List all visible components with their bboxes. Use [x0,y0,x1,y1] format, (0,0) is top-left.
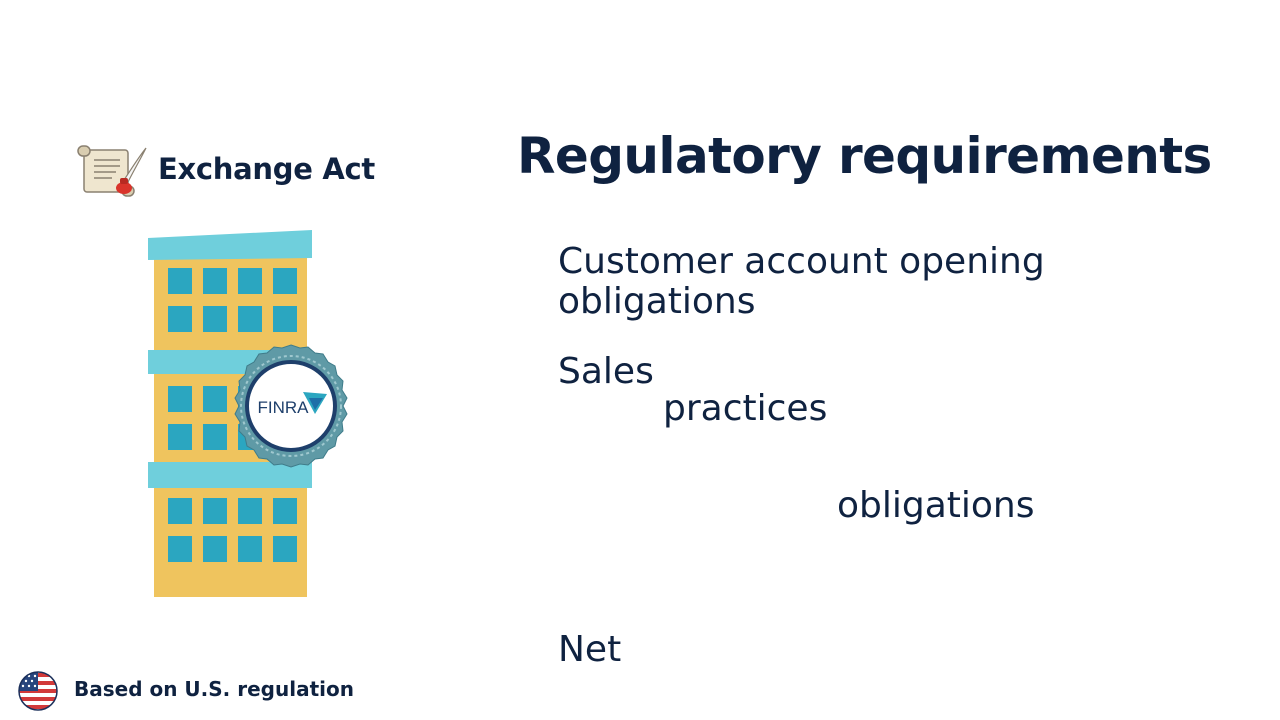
requirement-1-line-2: obligations [558,281,756,322]
building-icon [148,230,312,597]
requirement-2-line-1: Sales [558,351,654,392]
footer-regulation-label: Based on U.S. regulation [74,677,354,701]
page-title: Regulatory requirements [517,127,1212,185]
exchange-act-label: Exchange Act [158,152,375,186]
requirement-2-line-2: practices [663,388,828,429]
us-flag-icon [18,671,58,711]
scroll-quill-icon [77,145,147,197]
requirement-3-line-1: obligations [837,485,1035,526]
requirement-4-line-1: Net [558,629,622,670]
requirement-1-line-1: Customer account opening [558,241,1045,282]
finra-seal-icon: FINRA [234,344,348,468]
finra-seal-text: FINRA [258,398,310,417]
